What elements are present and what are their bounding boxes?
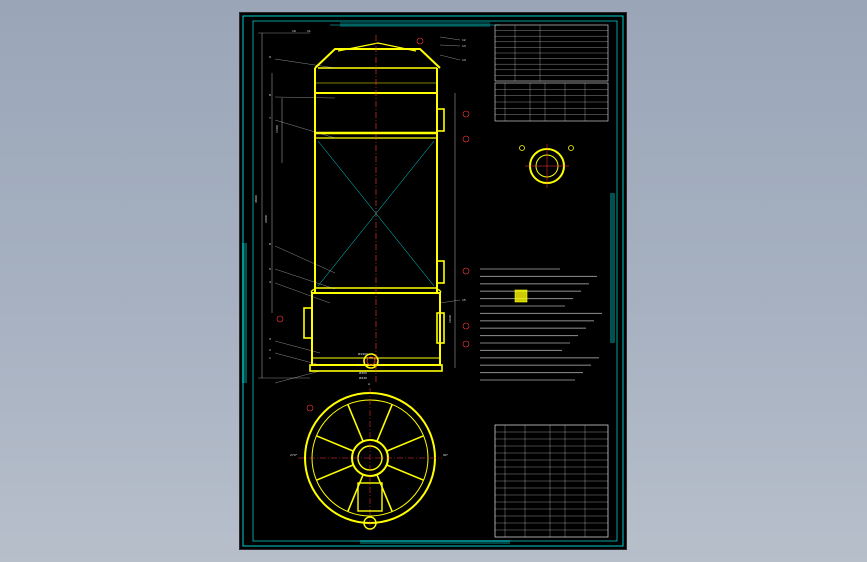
dim-diameter: Ø1900 <box>358 351 368 356</box>
leader-8: 8 <box>269 93 271 97</box>
leader-4: 4 <box>269 280 271 284</box>
vessel-elevation <box>258 32 470 384</box>
parameter-table <box>494 24 609 122</box>
leader-5: 5 <box>269 267 271 271</box>
dim-section2: 2000 <box>264 215 268 223</box>
leader-1: 1 <box>269 356 271 360</box>
leader-7: 7 <box>269 116 271 120</box>
sheet-inner-frame <box>252 20 618 542</box>
leader-9: 9 <box>269 55 271 59</box>
dim-section1: 1300 <box>275 125 279 133</box>
leader-11: 11 <box>307 29 311 33</box>
left-vertical-note <box>242 243 247 383</box>
leader-13: 13 <box>462 44 466 48</box>
leader-3: 3 <box>269 337 271 341</box>
dim-section3: 1040 <box>448 315 452 323</box>
spoke <box>386 435 424 452</box>
bottom-note-strip <box>360 540 510 544</box>
spoke <box>376 404 393 442</box>
parts-list <box>494 424 609 538</box>
leader-2: 2 <box>269 348 271 352</box>
spoke <box>386 464 424 481</box>
leader-10: 10 <box>292 29 296 33</box>
dim-bottom1: Ø300 <box>359 370 367 375</box>
sheet-outer-frame <box>242 15 624 547</box>
engineering-drawing: 1 2 3 4 5 6 7 8 9 10 11 12 13 14 15 4890… <box>242 15 624 547</box>
top-note-text-block <box>340 22 490 27</box>
leader-12: 12 <box>462 38 466 42</box>
dim-bottom2: Ø430 <box>359 375 367 380</box>
leader-14: 14 <box>462 58 466 62</box>
spoke <box>347 404 364 442</box>
spoke <box>347 474 364 512</box>
hatch-legend <box>515 290 527 302</box>
leader-6: 6 <box>269 242 271 246</box>
detail-view <box>519 144 574 188</box>
leader-15: 15 <box>462 298 466 302</box>
spoke <box>316 435 354 452</box>
view-ref-top: A <box>368 382 371 386</box>
plan-view <box>298 388 442 530</box>
technical-notes <box>480 268 602 381</box>
spoke <box>316 464 354 481</box>
right-vertical-note <box>610 193 615 343</box>
spoke <box>376 474 393 512</box>
orient-right: 90° <box>443 453 449 457</box>
cad-viewport[interactable]: 1 2 3 4 5 6 7 8 9 10 11 12 13 14 15 4890… <box>240 13 626 549</box>
dim-height: 4890 <box>254 195 258 203</box>
orient-left: 270° <box>290 453 298 457</box>
